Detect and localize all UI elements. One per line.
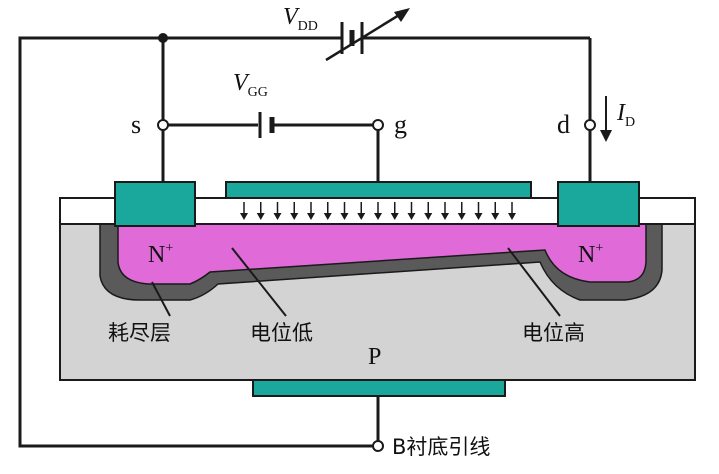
field-arrow-head-icon [256, 213, 265, 220]
id-label: ID [616, 100, 635, 130]
field-arrow-head-icon [508, 213, 516, 220]
field-arrow-head-icon [457, 213, 466, 220]
gate-label: g [394, 110, 407, 139]
body-terminal [372, 440, 384, 452]
field-arrow-head-icon [474, 213, 483, 220]
electric-field-arrows [240, 202, 516, 220]
n-plus-left-label: N+ [148, 241, 173, 268]
p-substrate-label: P [368, 344, 381, 370]
source-label: s [131, 110, 141, 139]
field-arrow-head-icon [441, 213, 449, 220]
field-arrow-head-icon [491, 213, 500, 220]
wire-top-left [18, 36, 373, 448]
high-potential-label: 电位高 [522, 321, 585, 345]
leader-depletion [151, 281, 171, 317]
source-terminal [157, 119, 169, 131]
vgg-label: VGG [233, 70, 268, 100]
n-plus-right-label: N+ [578, 241, 603, 268]
field-arrow-head-icon [424, 213, 433, 220]
body-contact [252, 379, 506, 397]
leader-low [231, 247, 287, 317]
field-arrow-head-icon [390, 213, 399, 220]
field-arrow-head-icon [374, 213, 382, 220]
leader-high [507, 247, 561, 317]
field-arrow-head-icon [307, 213, 315, 220]
depletion-layer-label: 耗尽层 [108, 321, 171, 345]
gate-electrode [225, 181, 532, 199]
body-lead-label: B衬底引线 [392, 435, 490, 459]
field-arrow-head-icon [240, 213, 248, 220]
field-arrow-head-icon [340, 213, 349, 220]
field-arrow-head-icon [290, 213, 299, 220]
id-arrow-icon [600, 130, 612, 142]
vdd-battery [325, 8, 410, 62]
field-arrow-head-icon [357, 213, 366, 220]
field-arrow-head-icon [407, 213, 416, 220]
drain-terminal [584, 119, 596, 131]
gate-terminal [372, 119, 384, 131]
source-contact [114, 181, 196, 227]
n-plus-channel-region [117, 221, 647, 285]
field-arrow-head-icon [323, 213, 332, 220]
oxide-mid [194, 197, 559, 225]
low-potential-label: 电位低 [250, 321, 313, 345]
drain-contact [557, 181, 640, 227]
variable-arrow-icon [394, 8, 410, 22]
field-arrow-head-icon [273, 213, 282, 220]
drain-label: d [557, 110, 570, 139]
vdd-label: VDD [283, 4, 318, 34]
